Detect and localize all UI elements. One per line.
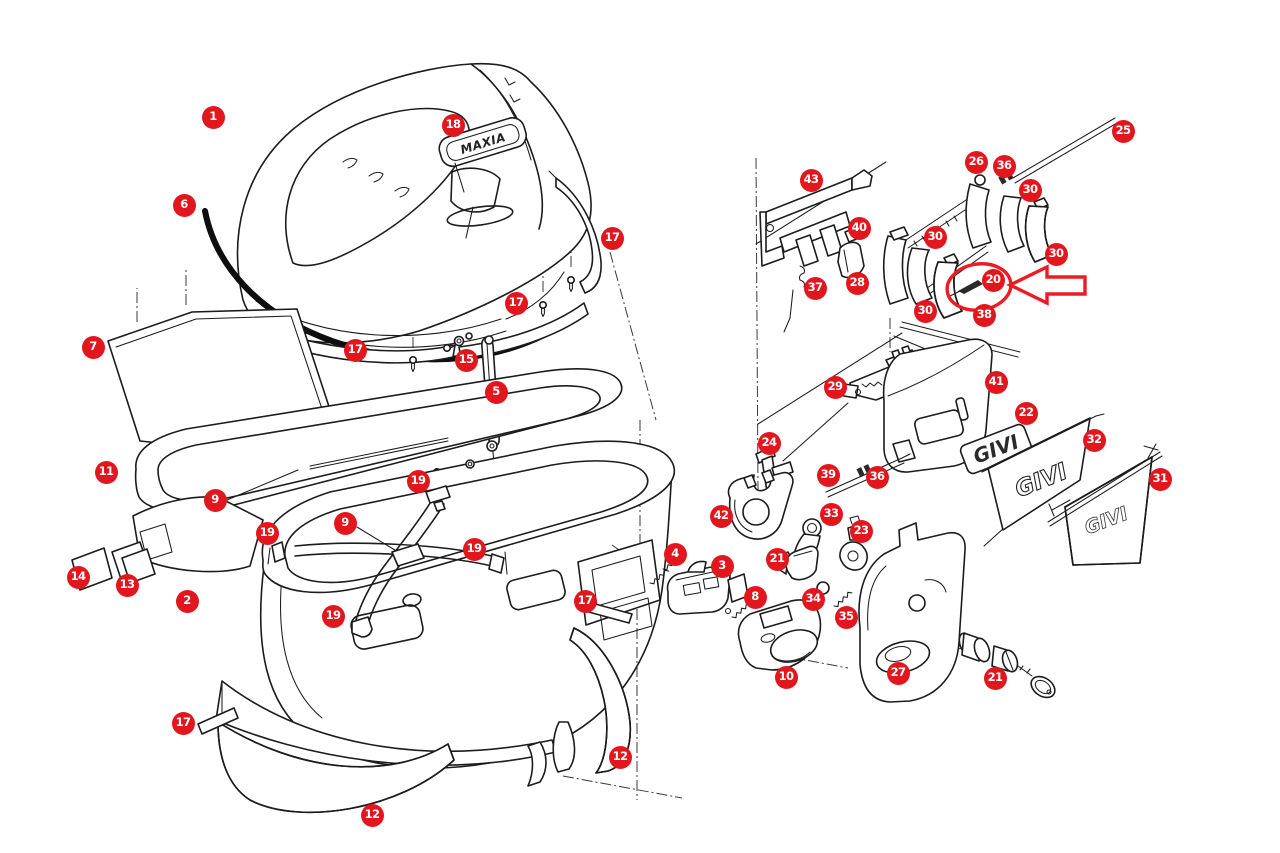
part-latch-housing bbox=[647, 554, 754, 620]
part-reflector-panel: GIVI bbox=[1047, 443, 1163, 566]
part-cover-panel bbox=[882, 338, 993, 473]
maxia-badge: MAXIA bbox=[438, 117, 527, 193]
part-lock-levers bbox=[777, 515, 868, 581]
part-lock-cylinder-key bbox=[958, 632, 1056, 699]
part-lens: GIVI bbox=[981, 413, 1105, 531]
part-ball-spring bbox=[816, 581, 856, 609]
part-lid bbox=[236, 62, 592, 348]
part-lock-cover bbox=[858, 522, 966, 703]
part-pads bbox=[71, 541, 156, 591]
part-hinge-brackets bbox=[727, 446, 794, 540]
part-ring-frame bbox=[134, 368, 623, 513]
part-reflectors bbox=[197, 601, 633, 814]
part-bucket bbox=[132, 440, 676, 769]
part-slider-frame bbox=[882, 117, 1118, 305]
highlight-arrow bbox=[1006, 264, 1087, 306]
highlight-annotation bbox=[945, 262, 1087, 312]
part-rod-39 bbox=[825, 453, 911, 498]
part-straps bbox=[226, 459, 508, 638]
part-push-button bbox=[737, 599, 822, 671]
part-mount-bracket bbox=[759, 169, 873, 333]
part-clip-20 bbox=[949, 280, 983, 297]
